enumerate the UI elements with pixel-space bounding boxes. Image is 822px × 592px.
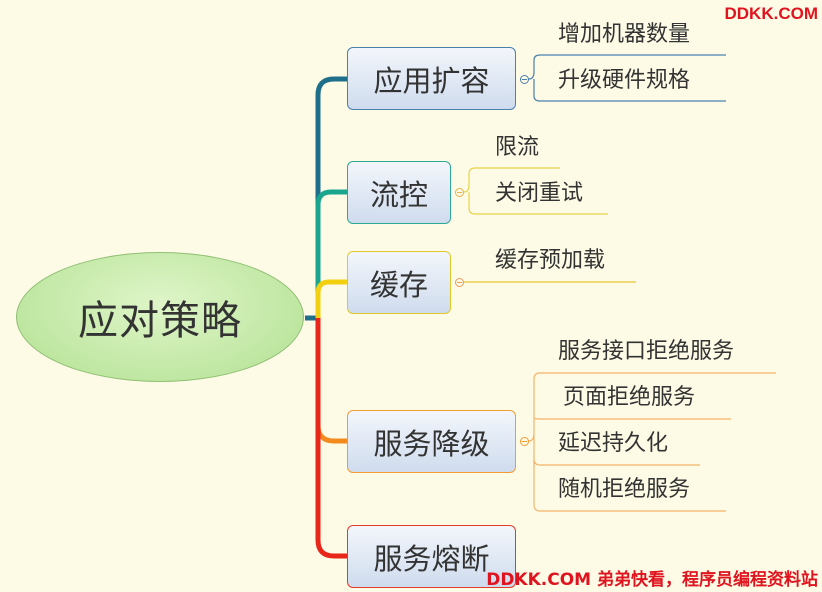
connector-degrade (315, 318, 347, 444)
branch-scale-label: 应用扩容 (373, 63, 490, 98)
branch-degrade-label: 服务降级 (373, 426, 490, 461)
leaf-flow-2[interactable]: 关闭重试 (495, 181, 584, 206)
leaf-cache-1[interactable]: 缓存预加载 (495, 248, 606, 273)
minus-icon (457, 282, 462, 283)
leaf-degrade-1[interactable]: 服务接口拒绝服务 (558, 339, 735, 364)
watermark-top: DDKK.COM (724, 4, 819, 23)
leaf-flow-1[interactable]: 限流 (495, 135, 540, 160)
connector-fuse (315, 318, 347, 559)
collapse-toggle-icon[interactable] (520, 75, 529, 84)
leaf-scale-1[interactable]: 增加机器数量 (558, 22, 691, 47)
collapse-toggle-icon[interactable] (455, 188, 464, 197)
root-node[interactable]: 应对策略 (16, 252, 304, 382)
collapse-toggle-icon[interactable] (520, 437, 529, 446)
leaf-degrade-4[interactable]: 随机拒绝服务 (558, 477, 691, 502)
branch-flow-label: 流控 (369, 177, 428, 212)
leaf-scale-2[interactable]: 升级硬件规格 (558, 68, 691, 93)
branch-scale[interactable]: 应用扩容 (347, 47, 516, 110)
root-label: 应对策略 (78, 298, 242, 344)
branch-fuse-label: 服务熔断 (373, 541, 490, 576)
collapse-toggle-icon[interactable] (455, 278, 464, 287)
minus-icon (457, 192, 462, 193)
minus-icon (522, 79, 527, 80)
branch-degrade[interactable]: 服务降级 (347, 410, 516, 473)
minus-icon (522, 441, 527, 442)
branch-cache-label: 缓存 (369, 267, 428, 302)
branch-cache[interactable]: 缓存 (347, 251, 451, 314)
leaf-line-degrade (520, 372, 776, 512)
branch-fuse[interactable]: 服务熔断 (347, 525, 516, 588)
branch-flow[interactable]: 流控 (347, 161, 451, 224)
leaf-degrade-3[interactable]: 延迟持久化 (558, 431, 669, 456)
connector-flow (315, 189, 347, 290)
connector-cache (315, 279, 347, 318)
watermark-bottom: DDKK.COM 弟弟快看，程序员编程资料站 (486, 570, 818, 590)
leaf-degrade-2[interactable]: 页面拒绝服务 (563, 385, 696, 410)
connector-scale (305, 76, 347, 321)
